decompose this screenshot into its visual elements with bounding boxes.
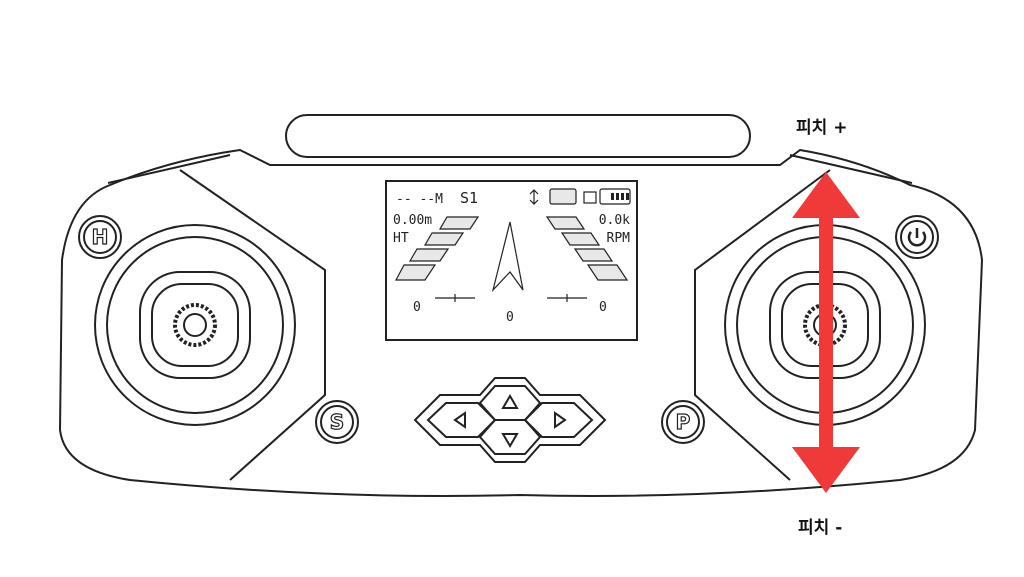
right-arrow-icon [554,411,567,429]
pitch-down-label: 피치 - [798,518,843,538]
controller-icon [583,191,597,204]
h-button[interactable] [78,215,122,259]
left-panel [179,169,326,481]
rpm-label: RPM [607,231,631,246]
battery-icon [599,188,631,205]
status-left: -- --M [396,192,443,207]
rpm-bar-icon [545,216,629,281]
left-joystick[interactable] [94,224,296,426]
power-icon [907,228,927,247]
altitude-hold-icon [529,189,539,205]
left-trim-value: 0 [413,300,421,315]
controller-body [58,148,984,497]
pitch-up-label: 피치 + [796,118,848,138]
mode-text: S1 [460,189,478,207]
power-button[interactable] [895,215,939,259]
h-label: H [92,225,109,249]
lcd-screen [385,180,638,341]
p-label: P [676,410,691,434]
down-arrow-icon [501,433,519,448]
antenna [285,114,751,158]
right-panel [694,169,831,481]
up-arrow-icon [501,394,519,409]
height-label: HT [393,231,409,246]
dpad-down-button[interactable] [478,419,542,455]
s-label: S [330,410,344,434]
s-button[interactable] [315,400,359,444]
center-trim-value: 0 [506,310,514,325]
height-bar-icon [395,216,480,281]
signal-box [549,188,577,205]
heading-arrow-icon [491,221,524,293]
dpad-left-button[interactable] [426,402,497,438]
p-button[interactable] [661,400,705,444]
left-arrow-icon [453,411,466,429]
height-value: 0.00m [393,213,432,228]
d-pad[interactable] [413,377,607,463]
right-trim-value: 0 [599,300,607,315]
pitch-arrow [792,172,860,493]
trim-indicator [435,294,587,302]
rpm-value: 0.0k [599,213,630,228]
